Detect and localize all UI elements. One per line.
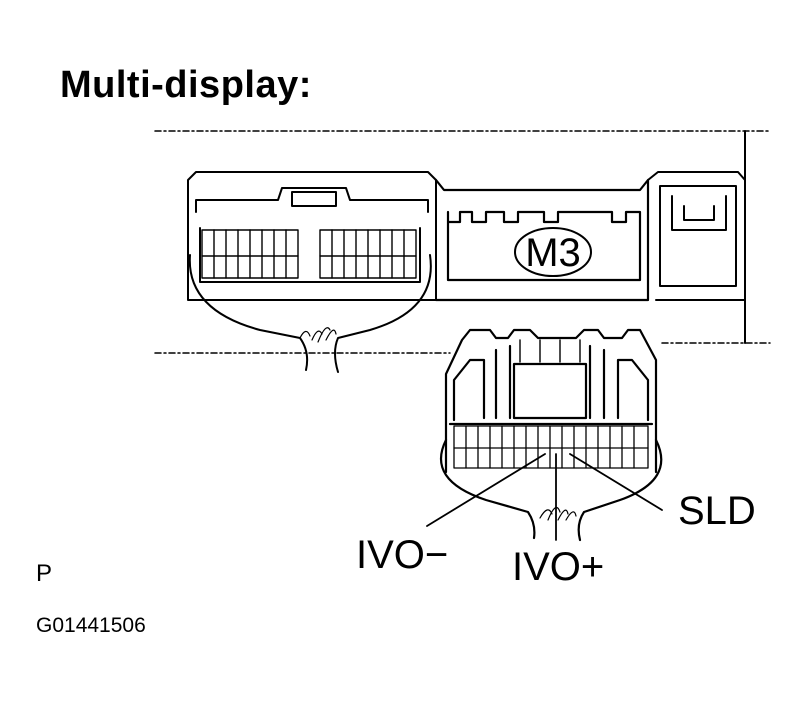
view-code-label: P — [36, 560, 53, 587]
diagram-title: Multi-display: — [60, 64, 312, 106]
harness-connector — [440, 328, 663, 542]
connector-id-label: M3 — [525, 231, 581, 275]
pin-ivo-minus-label: IVO− — [356, 533, 448, 577]
left-connector — [187, 171, 437, 373]
ivo-minus-leader — [426, 453, 546, 527]
sld-leader — [569, 453, 663, 511]
figure-id-label: G01441506 — [36, 614, 146, 637]
pin-sld-label: SLD — [678, 489, 756, 533]
pin-ivo-plus-label: IVO+ — [512, 545, 604, 589]
right-connector — [647, 171, 746, 301]
m3-connector-housing — [434, 178, 650, 302]
